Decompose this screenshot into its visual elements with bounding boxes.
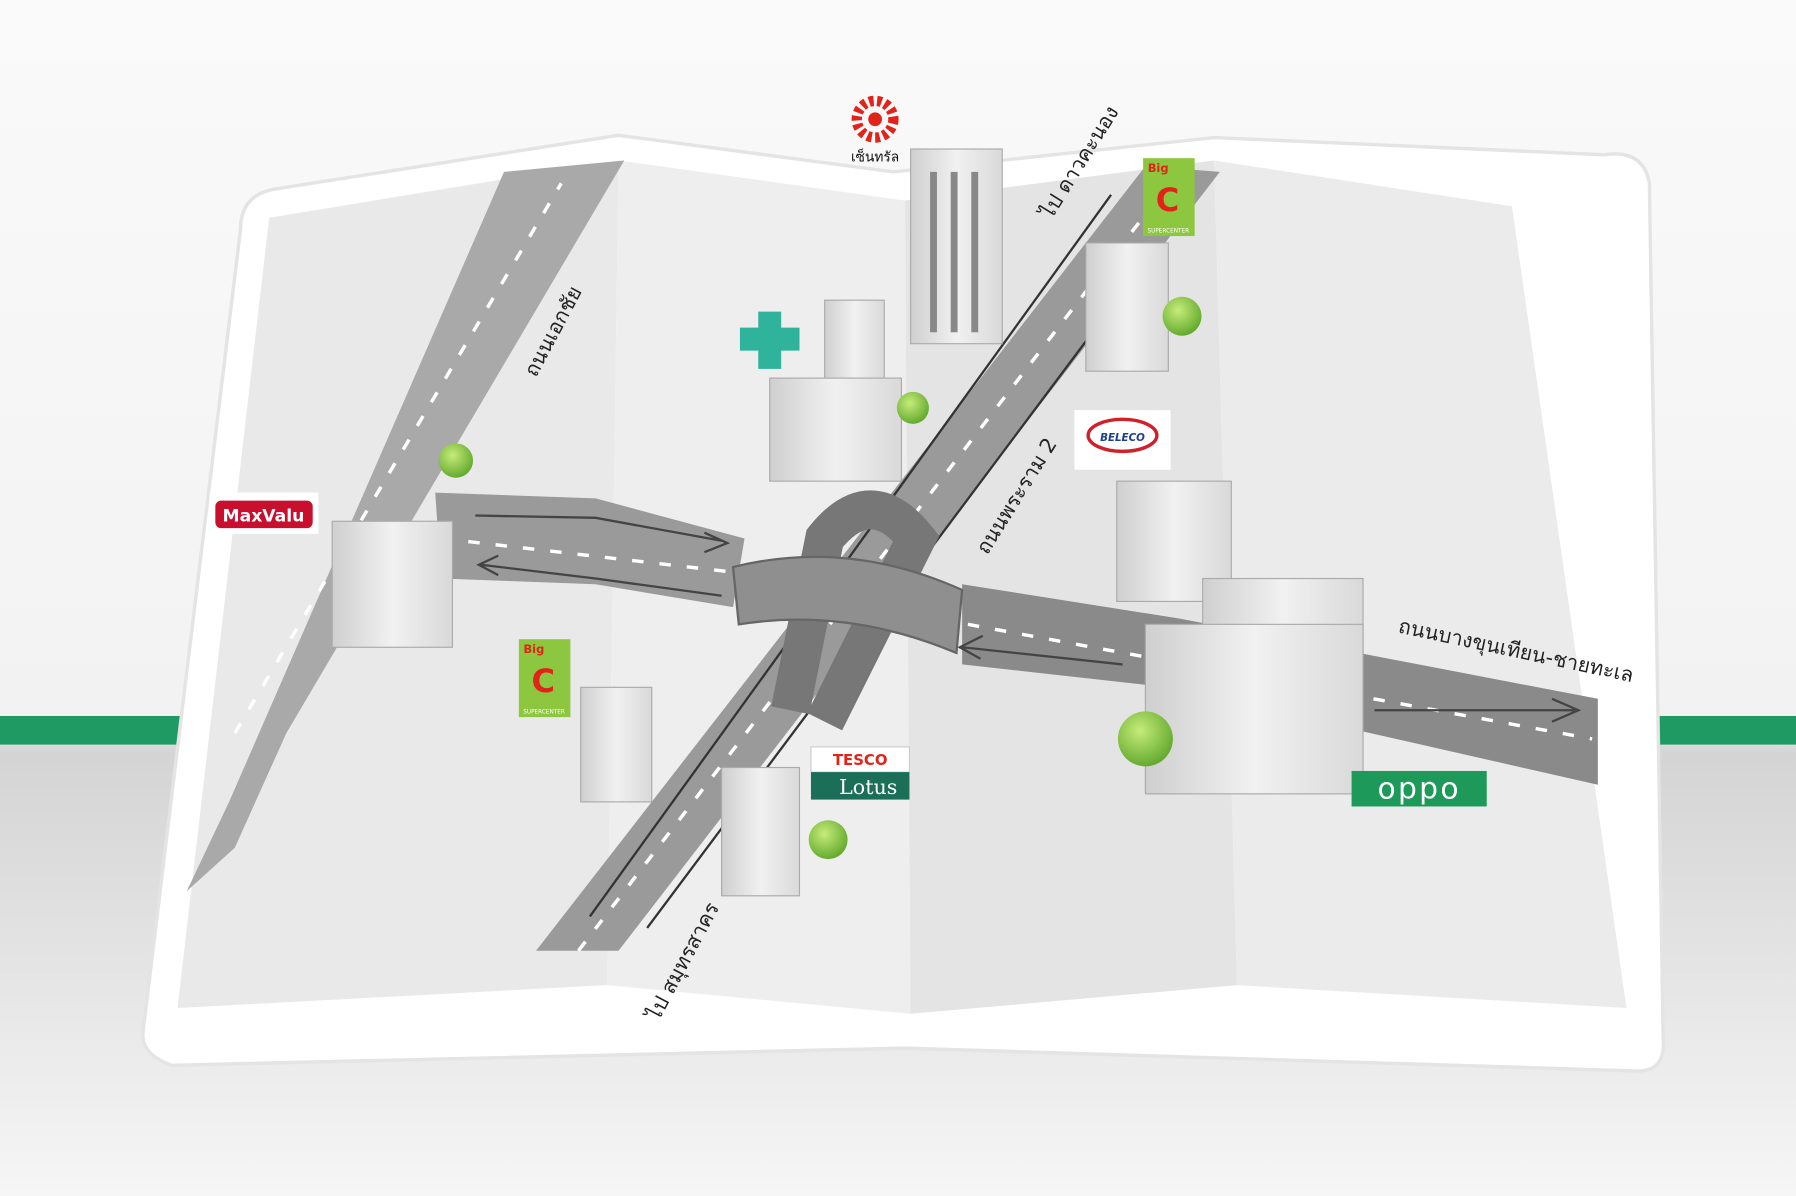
arrow-nw bbox=[957, 634, 1123, 666]
road-east-lane bbox=[967, 622, 1593, 741]
oppo-label: oppo bbox=[1377, 771, 1460, 806]
tesco-label: TESCO bbox=[833, 751, 888, 769]
maxvalu-logo: MaxValu bbox=[209, 492, 319, 534]
arrow-se bbox=[1374, 697, 1582, 723]
green-band-left bbox=[0, 715, 189, 745]
building bbox=[331, 520, 454, 648]
map-panel-right bbox=[1214, 160, 1627, 1009]
tree-icon bbox=[1117, 711, 1173, 767]
tree-icon bbox=[808, 820, 848, 860]
building bbox=[580, 686, 653, 803]
tesco-lotus-logo: TESCO Lotus bbox=[810, 746, 911, 800]
tree-icon bbox=[896, 391, 929, 424]
bigc-small: Big bbox=[1148, 161, 1169, 175]
building bbox=[1085, 242, 1169, 372]
bigc-logo-left: Big C SUPERCENTER bbox=[518, 639, 571, 718]
road-ekachai-lane bbox=[233, 182, 563, 735]
lotus-label: Lotus bbox=[839, 775, 897, 799]
road-rama2-edge bbox=[588, 194, 1112, 918]
flyover-bridge bbox=[731, 555, 964, 655]
building bbox=[721, 766, 801, 897]
flyover-loop bbox=[771, 490, 940, 731]
arrow-west bbox=[476, 554, 722, 597]
road-west bbox=[435, 492, 745, 608]
central-label: เซ็นทรัล bbox=[851, 148, 899, 166]
bigc-big: C bbox=[531, 662, 555, 700]
arrow-east bbox=[475, 514, 731, 554]
tree-icon bbox=[438, 443, 474, 478]
maxvalu-label: MaxValu bbox=[223, 506, 305, 526]
building-tower bbox=[910, 148, 1003, 345]
bigc-small: Big bbox=[523, 642, 544, 656]
bigc-sub: SUPERCENTER bbox=[1148, 229, 1190, 235]
road-west-lane bbox=[440, 536, 739, 575]
tree-icon bbox=[1162, 296, 1202, 336]
building-hospital bbox=[769, 299, 903, 482]
beleco-logo: BELECO bbox=[1074, 410, 1171, 470]
bigc-big: C bbox=[1156, 181, 1180, 219]
building-oppo bbox=[1144, 577, 1364, 795]
central-logo: เซ็นทรัล bbox=[851, 95, 899, 166]
hospital-cross-icon bbox=[739, 311, 800, 369]
beleco-label: BELECO bbox=[1100, 432, 1145, 444]
bigc-logo-top: Big C SUPERCENTER bbox=[1143, 158, 1195, 237]
direction-arrows bbox=[475, 514, 1582, 723]
tree-icons bbox=[438, 296, 1202, 860]
oppo-logo: oppo bbox=[1351, 770, 1487, 807]
bigc-sub: SUPERCENTER bbox=[523, 710, 565, 716]
